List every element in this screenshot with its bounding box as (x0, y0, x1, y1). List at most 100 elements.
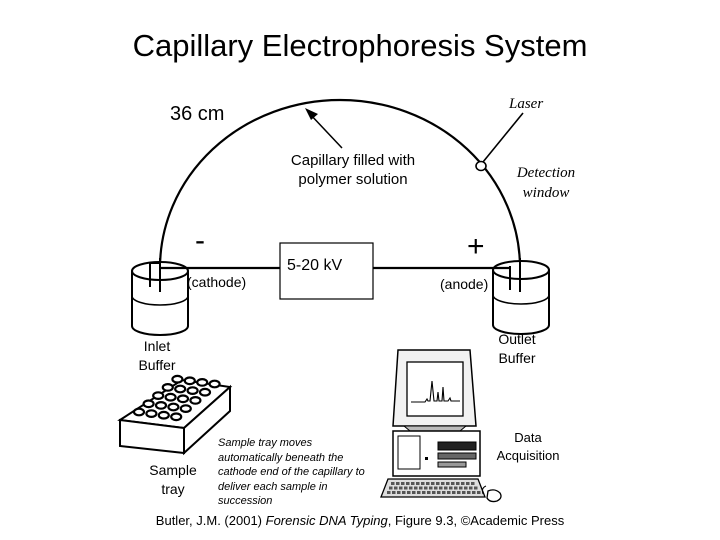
keyboard-keys (387, 482, 481, 494)
sample-well (171, 374, 184, 384)
data-acquisition-label: Data Acquisition (496, 430, 560, 463)
keyboard-key (419, 486, 423, 490)
keyboard-key (444, 486, 448, 490)
keyboard-key (414, 486, 418, 490)
keyboard-key (452, 491, 456, 494)
keyboard-key (474, 486, 478, 490)
keyboard-key (422, 491, 426, 494)
citation: Butler, J.M. (2001) Forensic DNA Typing,… (0, 513, 720, 528)
keyboard-key (409, 486, 413, 490)
keyboard-key (429, 486, 433, 490)
keyboard-key (441, 482, 445, 485)
keyboard-key (404, 486, 408, 490)
capillary-label: Capillary filled with polymer solution (290, 152, 416, 188)
citation-suffix: , Figure 9.3, ©Academic Press (387, 513, 565, 528)
keyboard-key (477, 491, 481, 494)
keyboard-key (447, 491, 451, 494)
sample-well (142, 399, 155, 409)
keyboard-key (462, 491, 466, 494)
outlet-buffer-label: Outlet Buffer (498, 331, 536, 366)
capillary-length-label: 36 cm (170, 103, 225, 125)
laser-label: Laser (509, 96, 544, 112)
keyboard-key (449, 486, 453, 490)
keyboard-key (401, 482, 405, 485)
citation-prefix: Butler, J.M. (2001) (155, 513, 266, 528)
sample-tray-icon (117, 374, 233, 456)
keyboard-key (446, 482, 450, 485)
sample-well (183, 376, 196, 386)
negative-terminal-sign: - (195, 224, 205, 257)
sample-well (186, 386, 199, 396)
capillary-tube (158, 98, 522, 269)
keyboard-key (427, 491, 431, 494)
keyboard-key (431, 482, 435, 485)
keyboard-key (439, 486, 443, 490)
detection-window-label: Detection window (516, 165, 576, 201)
sample-well (179, 404, 192, 414)
keyboard-key (402, 491, 406, 494)
keyboard-key (406, 482, 410, 485)
inlet-buffer-label: Inlet Buffer (138, 338, 176, 373)
sample-well (167, 402, 180, 412)
keyboard-key (437, 491, 441, 494)
keyboard-key (436, 482, 440, 485)
sample-well (174, 384, 187, 394)
keyboard-key (411, 482, 415, 485)
keyboard-key (399, 486, 403, 490)
sample-tray-note: Sample tray moves automatically beneath … (218, 437, 365, 507)
capillary-pointer-arrow (305, 108, 343, 149)
keyboard-key (434, 486, 438, 490)
keyboard-key (471, 482, 475, 485)
sample-well (132, 407, 146, 417)
sample-well (196, 378, 209, 387)
positive-terminal-sign: + (467, 230, 485, 263)
sample-wells (132, 374, 221, 422)
keyboard-key (442, 491, 446, 494)
sample-well (152, 391, 165, 401)
keyboard-key (456, 482, 460, 485)
keyboard-key (424, 486, 428, 490)
sample-tray-label: Sample tray (149, 462, 197, 497)
keyboard-key (407, 491, 411, 494)
anode-electrode (509, 258, 521, 292)
anode-label: (anode) (440, 276, 489, 292)
keyboard-key (461, 482, 465, 485)
keyboard-key (417, 491, 421, 494)
keyboard-key (457, 491, 461, 494)
keyboard-key (454, 486, 458, 490)
sample-well (176, 394, 190, 404)
page-title: Capillary Electrophoresis System (132, 28, 588, 63)
keyboard-key (387, 491, 391, 494)
detection-window-icon (475, 160, 487, 172)
computer-icon (380, 349, 502, 503)
keyboard-key (412, 491, 416, 494)
sample-well (170, 412, 183, 422)
sample-well (161, 383, 174, 392)
keyboard-key (392, 491, 396, 494)
keyboard-key (472, 491, 476, 494)
mouse (486, 489, 502, 503)
citation-book: Forensic DNA Typing (265, 513, 388, 528)
keyboard-key (391, 482, 395, 485)
keyboard-key (451, 482, 455, 485)
monitor-screen (406, 361, 464, 417)
keyboard-key (426, 482, 430, 485)
keyboard-key (397, 491, 401, 494)
keyboard-key (459, 486, 463, 490)
cathode-label: (cathode) (187, 274, 247, 290)
keyboard-key (421, 482, 425, 485)
keyboard-key (416, 482, 420, 485)
cathode-electrode (149, 258, 161, 292)
keyboard-key (464, 486, 468, 490)
sample-well (208, 379, 221, 389)
sample-well (198, 387, 212, 397)
voltage-label: 5-20 kV (287, 257, 343, 274)
electropherogram-trace (411, 380, 460, 403)
inlet-buffer-vial (131, 261, 189, 336)
keyboard-key (432, 491, 436, 494)
laser-beam (482, 112, 524, 163)
sample-well (154, 401, 168, 410)
disk-drive (437, 441, 477, 451)
keyboard-key (394, 486, 398, 490)
